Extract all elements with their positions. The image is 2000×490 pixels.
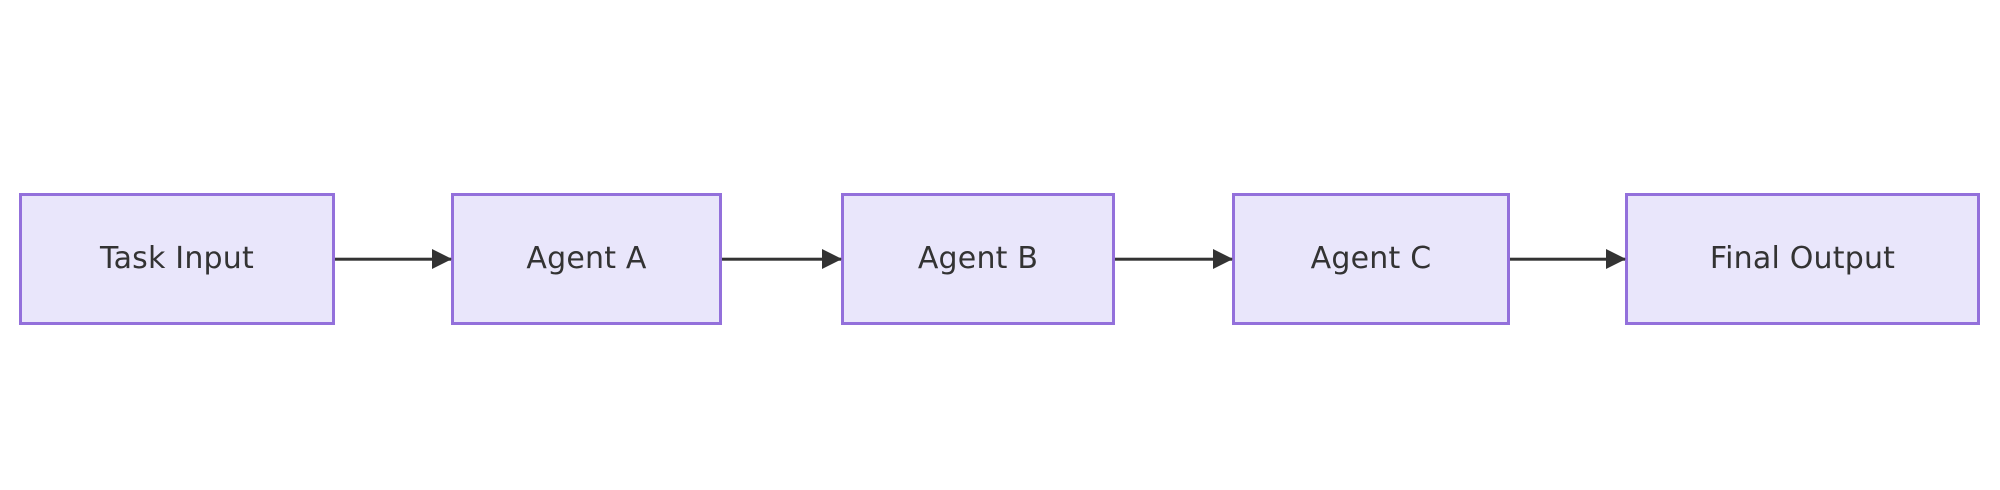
- flowchart-pipeline: Task Input Agent A Agent B Agent C: [0, 193, 2000, 325]
- edge-agent-c-to-final-output: [1510, 193, 1626, 325]
- edge-task-input-to-agent-a: [335, 193, 452, 325]
- node-final-output[interactable]: Final Output: [1625, 193, 1980, 325]
- edge-line: [1115, 257, 1232, 261]
- edge-line: [335, 257, 451, 261]
- left-margin-spacer: [0, 193, 19, 325]
- node-agent-b[interactable]: Agent B: [841, 193, 1115, 325]
- node-agent-b-label: Agent B: [917, 241, 1039, 276]
- arrowhead-icon: [1606, 249, 1626, 269]
- node-agent-a[interactable]: Agent A: [451, 193, 722, 325]
- node-task-input-label: Task Input: [100, 241, 254, 276]
- arrowhead-icon: [432, 249, 452, 269]
- node-agent-c[interactable]: Agent C: [1232, 193, 1510, 325]
- arrowhead-icon: [1213, 249, 1233, 269]
- edge-agent-a-to-agent-b: [722, 193, 842, 325]
- node-task-input[interactable]: Task Input: [19, 193, 335, 325]
- node-agent-c-label: Agent C: [1310, 241, 1432, 276]
- node-agent-a-label: Agent A: [526, 241, 647, 276]
- node-final-output-label: Final Output: [1709, 241, 1896, 276]
- edge-agent-b-to-agent-c: [1115, 193, 1233, 325]
- edge-line: [722, 257, 841, 261]
- edge-line: [1510, 257, 1625, 261]
- arrowhead-icon: [822, 249, 842, 269]
